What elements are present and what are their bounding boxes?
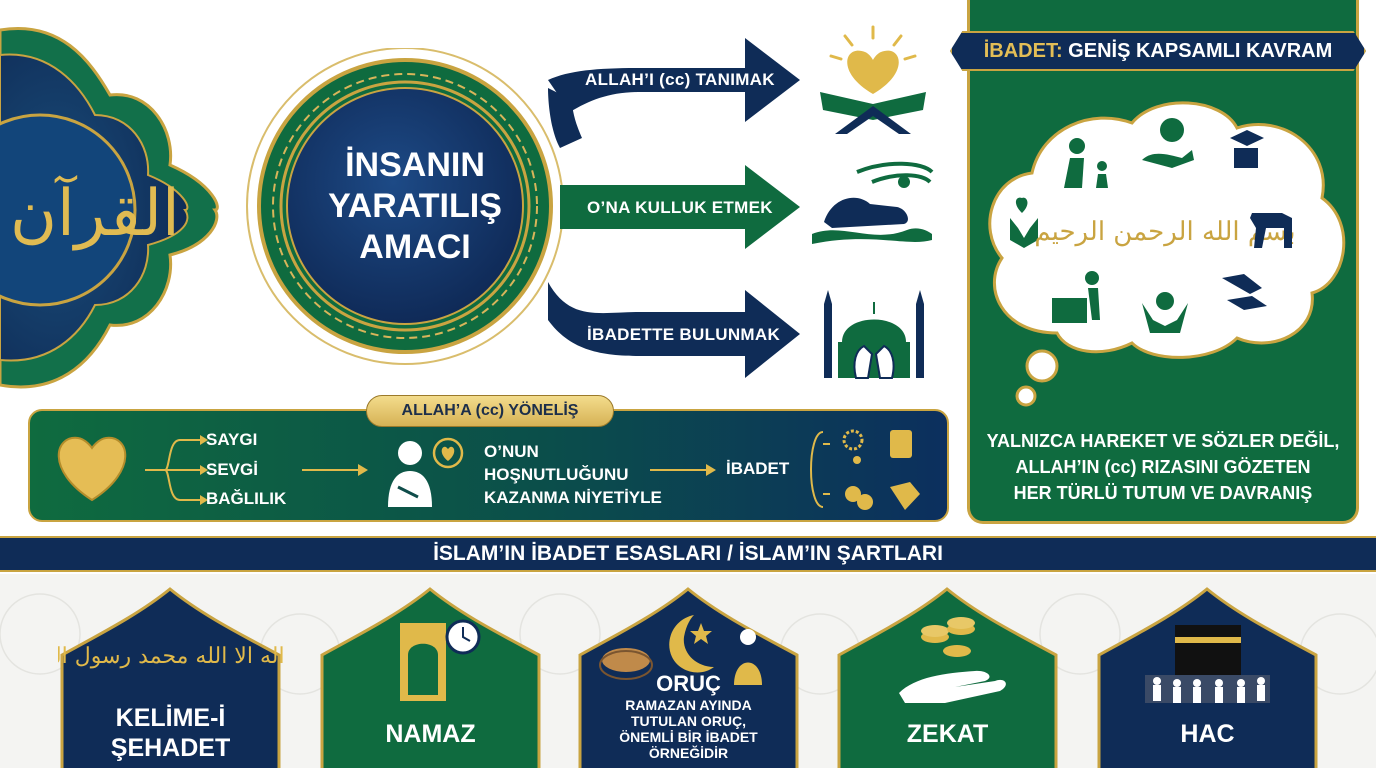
yonelis-panel (28, 409, 949, 522)
intent-text: O’NUN HOŞNUTLUĞUNU KAZANMA NİYETİYLE (484, 442, 662, 507)
feeling-saygi: SAYGI (206, 430, 258, 449)
feeling-sevgi: SEVGİ (206, 460, 258, 479)
pillar-sehadet-label: KELİME-İ ŞEHADET (110, 704, 231, 762)
pillar-oruc-label: ORUÇ (656, 671, 721, 696)
pillar-zekat (837, 587, 1058, 768)
heart-icon (57, 436, 127, 502)
mosque-prayer-hands-icon (824, 290, 924, 379)
pillar-hac-label: HAC (1180, 720, 1235, 748)
yonelis-badge: ALLAH’A (cc) YÖNELİŞ (366, 395, 614, 427)
prostration-icon (812, 161, 934, 244)
arrow-right-icon-2 (650, 464, 716, 476)
quran-heart-icon (820, 25, 926, 134)
pillar-oruc (578, 587, 799, 768)
feeling-baglilik: BAĞLILIK (206, 489, 287, 508)
pillar-sehadet: لا اله الا الله محمد رسول الله (58, 587, 283, 768)
quran-ornament: القرآن (0, 27, 219, 389)
pillar-hac (1097, 587, 1318, 768)
arrow-right-icon (302, 464, 368, 476)
pillar-namaz-label: NAMAZ (385, 720, 476, 748)
center-title: İNSANIN YARATILIŞ AMACI (328, 146, 502, 266)
purpose-label-ibadet: İBADETTE BULUNMAK (587, 325, 781, 344)
section-header: İSLAM’IN İBADET ESASLARI / İSLAM’IN ŞART… (0, 536, 1376, 572)
pillar-namaz (320, 587, 541, 768)
ibadet-description: YALNIZCA HAREKET VE SÖZLER DEĞİL, ALLAH’… (986, 431, 1340, 503)
worship-acts-icons (810, 429, 920, 510)
center-medallion (246, 48, 564, 365)
shahada-calligraphy: لا اله الا الله محمد رسول الله (58, 644, 283, 669)
pillar-zekat-label: ZEKAT (906, 720, 989, 748)
ibadet-panel-title: İBADET: GENİŞ KAPSAMLI KAVRAM (950, 31, 1366, 71)
person-intent-icon (388, 437, 464, 507)
purpose-label-tanimak: ALLAH’I (cc) TANIMAK (585, 70, 775, 89)
quran-calligraphy: القرآن (10, 174, 180, 251)
purpose-arrows (548, 38, 800, 378)
feeling-branch-arrows (145, 435, 208, 505)
purpose-label-kulluk: O’NA KULLUK ETMEK (587, 198, 773, 217)
thought-cloud: بسم الله الرحمن الرحيم (988, 101, 1346, 407)
basmala-text: بسم الله الرحمن الرحيم (1034, 217, 1295, 247)
pillar-oruc-desc: RAMAZAN AYINDA TUTULAN ORUÇ, ÖNEMLİ BİR … (619, 697, 758, 761)
result-ibadet: İBADET (726, 459, 790, 478)
